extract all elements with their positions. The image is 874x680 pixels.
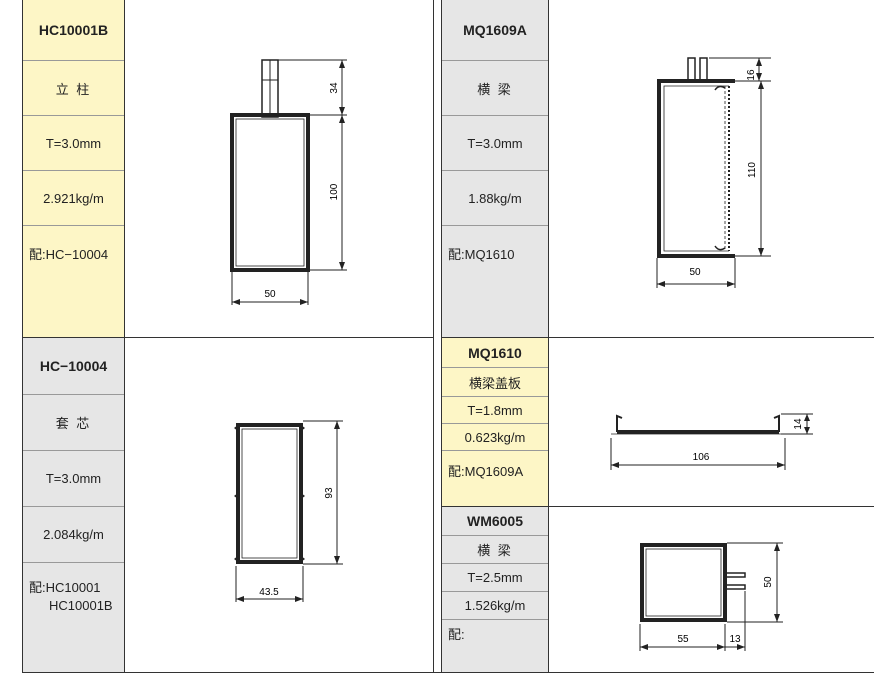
- row-divider: [23, 225, 124, 226]
- dim-height: 50: [763, 576, 774, 588]
- dim-height: 14: [793, 418, 804, 430]
- profile-weight: 2.084kg/m: [23, 507, 124, 562]
- profile-match-text: 配:MQ1610: [448, 247, 515, 262]
- dim-height: 93: [324, 487, 335, 499]
- row-divider: [23, 394, 124, 395]
- profile-match: 配:: [442, 620, 548, 672]
- row-divider: [23, 506, 124, 507]
- row-divider: [442, 450, 548, 451]
- row-divider: [442, 115, 548, 116]
- section-divider: [442, 506, 874, 507]
- profile-match-text: 配:HC−10004: [29, 247, 109, 262]
- left-col-divider: [124, 0, 125, 673]
- row-divider: [442, 367, 548, 368]
- dim-width: 43.5: [259, 587, 279, 598]
- profile-thickness: T=3.0mm: [23, 451, 124, 506]
- profile-weight: 1.88kg/m: [442, 171, 548, 225]
- row-divider: [23, 170, 124, 171]
- profile-weight: 1.526kg/m: [442, 592, 548, 619]
- profile-match: 配:HC−10004: [23, 226, 124, 337]
- middle-divider-right: [441, 0, 442, 673]
- profile-drawing-mq1610: 14 106: [610, 413, 813, 470]
- row-divider: [442, 423, 548, 424]
- profile-thickness: T=3.0mm: [23, 116, 124, 170]
- profile-match: 配:MQ1609A: [442, 451, 548, 506]
- dim-height: 100: [329, 183, 340, 200]
- profile-code: MQ1610: [442, 338, 548, 367]
- row-divider: [23, 562, 124, 563]
- row-divider: [442, 619, 548, 620]
- profile-thickness: T=3.0mm: [442, 116, 548, 170]
- profile-drawing-mq1609a: 16 110 50: [656, 57, 771, 288]
- section-divider: [23, 337, 433, 338]
- profile-name: 横梁盖板: [442, 368, 548, 396]
- dim-lug: 16: [746, 69, 757, 81]
- dim-height: 110: [747, 162, 758, 178]
- row-divider: [442, 535, 548, 536]
- profile-name: 立 柱: [23, 61, 124, 115]
- row-divider: [442, 170, 548, 171]
- dim-lug: 34: [329, 82, 340, 94]
- profile-code: HC10001B: [23, 0, 124, 60]
- profile-drawing-hc10001b: 34 100 50: [230, 59, 347, 305]
- left-panel-border: [22, 0, 23, 673]
- profile-weight: 2.921kg/m: [23, 171, 124, 225]
- dim-width: 50: [689, 267, 701, 278]
- dim-lug: 13: [729, 634, 741, 645]
- profile-thickness: T=1.8mm: [442, 397, 548, 423]
- profile-code: HC−10004: [23, 338, 124, 394]
- profile-weight: 0.623kg/m: [442, 424, 548, 450]
- profile-match-text: 配:MQ1609A: [448, 464, 524, 479]
- profile-match: 配:HC10001 HC10001B: [23, 563, 124, 672]
- profile-drawing-wm6005: 50 55 13: [639, 542, 783, 651]
- profile-name: 横 梁: [442, 536, 548, 563]
- dim-width: 50: [264, 289, 276, 300]
- profile-name: 套 芯: [23, 395, 124, 450]
- profile-drawing-hc10004: 93 43.5: [234, 420, 343, 602]
- row-divider: [442, 60, 548, 61]
- page-bottom-border: [22, 672, 874, 673]
- row-divider: [442, 396, 548, 397]
- profile-match-line1: 配:HC10001: [29, 580, 101, 595]
- profile-code: MQ1609A: [442, 0, 548, 60]
- profile-thickness: T=2.5mm: [442, 564, 548, 591]
- right-col-divider: [548, 0, 549, 673]
- profile-match-line2: HC10001B: [49, 598, 113, 613]
- row-divider: [442, 591, 548, 592]
- profile-match: 配:MQ1610: [442, 226, 548, 337]
- row-divider: [23, 115, 124, 116]
- profile-match-text: 配:: [448, 627, 465, 642]
- row-divider: [442, 225, 548, 226]
- row-divider: [23, 60, 124, 61]
- row-divider: [23, 450, 124, 451]
- section-divider: [442, 337, 874, 338]
- middle-divider-left: [433, 0, 434, 673]
- dim-width: 55: [677, 634, 689, 645]
- profile-code: WM6005: [442, 507, 548, 535]
- row-divider: [442, 563, 548, 564]
- profile-name: 横 梁: [442, 61, 548, 115]
- dim-width: 106: [693, 452, 710, 463]
